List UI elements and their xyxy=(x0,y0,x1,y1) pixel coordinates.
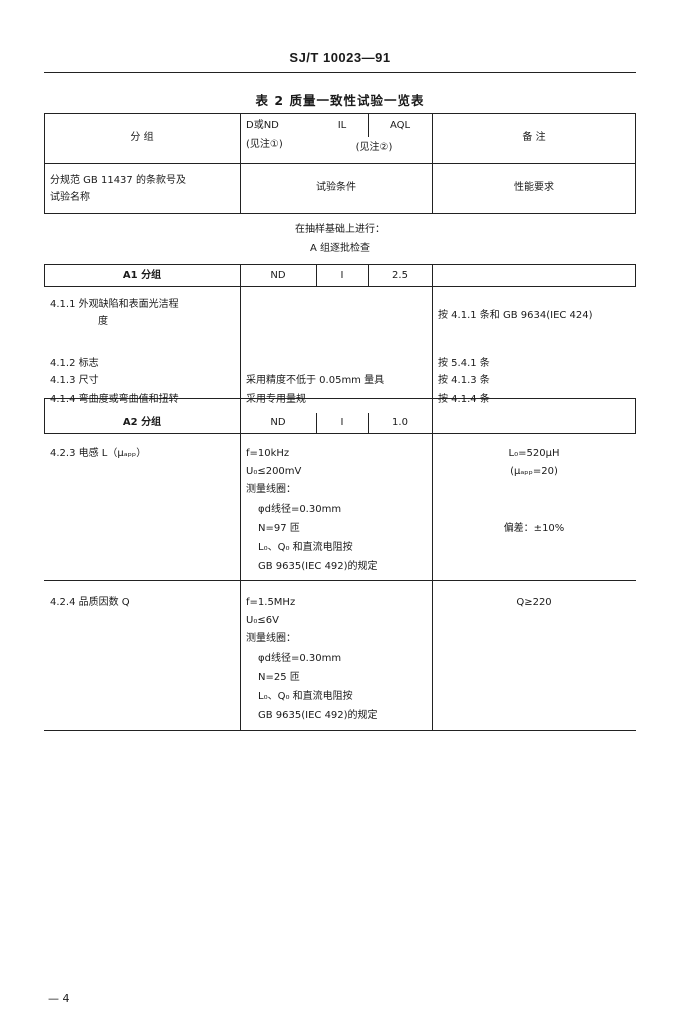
test-clause: 4.1.3 尺寸 xyxy=(50,375,99,386)
test-clause-continued: 度 xyxy=(98,316,108,327)
table-col-rule xyxy=(316,413,317,433)
table-col-rule xyxy=(240,113,241,213)
standard-number: SJ/T 10023—91 xyxy=(289,50,391,65)
col-header-il-aql-note: (见注②) xyxy=(355,142,393,153)
col-header-group: 分 组 xyxy=(130,132,154,143)
test-condition-line: N=97 匝 xyxy=(258,523,300,534)
col-header-il: IL xyxy=(337,120,347,131)
group-d-nd: ND xyxy=(270,417,286,428)
test-requirement: 按 4.1.3 条 xyxy=(438,375,490,386)
test-condition-line: L₀、Q₀ 和直流电阻按 xyxy=(258,542,353,553)
table-rule xyxy=(44,286,636,287)
test-condition-line: GB 9635(IEC 492)的规定 xyxy=(258,710,378,721)
table-col-rule xyxy=(635,113,636,213)
test-clause: 4.1.2 标志 xyxy=(50,358,99,369)
test-requirement: 按 4.1.4 条 xyxy=(438,394,490,405)
test-requirement: 按 5.4.1 条 xyxy=(438,358,490,369)
test-requirement: 按 4.1.1 条和 GB 9634(IEC 424) xyxy=(438,310,593,321)
group-il: Ⅰ xyxy=(340,417,344,428)
table-top-rule xyxy=(44,113,636,114)
table-col-rule xyxy=(432,264,433,730)
table-col-rule xyxy=(368,413,369,433)
sampling-note: 在抽样基础上进行： xyxy=(295,224,385,235)
col-header-clause-2: 试验名称 xyxy=(50,192,90,203)
page-number: — 4 xyxy=(48,992,70,1005)
group-name: A2 分组 xyxy=(122,417,162,428)
table-rule xyxy=(44,580,636,581)
header-rule xyxy=(44,72,636,73)
table-col-rule xyxy=(44,264,45,286)
table-col-rule xyxy=(44,398,45,433)
test-condition-line: 测量线圈： xyxy=(246,484,296,495)
test-condition-line: U₀≤200mV xyxy=(246,466,302,477)
table-rule xyxy=(44,213,636,214)
table-bottom-rule xyxy=(44,730,636,731)
test-condition-line: L₀、Q₀ 和直流电阻按 xyxy=(258,691,353,702)
table-col-rule xyxy=(635,398,636,433)
test-condition: 采用专用量规 xyxy=(246,394,306,405)
test-requirement-line: Q≥220 xyxy=(516,597,552,608)
test-condition-line: 测量线圈： xyxy=(246,633,296,644)
test-condition-line: GB 9635(IEC 492)的规定 xyxy=(258,561,378,572)
test-condition: 采用精度不低于 0.05mm 量具 xyxy=(246,375,385,386)
test-clause: 4.1.4 弯曲度或弯曲值和扭转 xyxy=(50,394,179,405)
table-col-rule xyxy=(240,264,241,730)
group-aql: 2.5 xyxy=(392,270,408,281)
table-col-rule xyxy=(368,264,369,286)
group-d-nd: ND xyxy=(270,270,286,281)
table-rule xyxy=(44,264,636,265)
test-condition-line: f=1.5MHz xyxy=(246,597,296,608)
test-clause: 4.1.1 外观缺陷和表面光洁程 xyxy=(50,299,179,310)
test-requirement-line: (μₐₚₚ=20) xyxy=(510,466,558,477)
table-rule xyxy=(44,433,636,434)
quality-conformance-table: 分 组 D或ND (见注①) IL AQL (见注②) 备 注 分规范 GB 1… xyxy=(44,113,636,731)
sampling-note-group: A 组逐批检查 xyxy=(309,243,371,254)
col-header-clause: 分规范 GB 11437 的条款号及 xyxy=(50,175,186,186)
table-col-rule xyxy=(368,113,369,137)
table-col-rule xyxy=(44,113,45,213)
test-condition-line: N=25 匝 xyxy=(258,672,300,683)
test-condition-line: f=10kHz xyxy=(246,448,290,459)
test-requirement-line: L₀=520μH xyxy=(508,448,560,459)
test-condition-line: U₀≤6V xyxy=(246,615,279,626)
table-title: 表 2 质量一致性试验一览表 xyxy=(255,93,425,108)
group-aql: 1.0 xyxy=(392,417,408,428)
group-il: Ⅰ xyxy=(340,270,344,281)
col-header-d-nd-note: (见注①) xyxy=(246,139,283,150)
col-header-requirements: 性能要求 xyxy=(514,182,554,193)
table-col-rule xyxy=(316,264,317,286)
test-condition-line: φd线径=0.30mm xyxy=(258,504,342,515)
test-condition-line: φd线径=0.30mm xyxy=(258,653,342,664)
table-col-rule xyxy=(432,113,433,213)
col-header-conditions: 试验条件 xyxy=(316,182,356,193)
table-rule xyxy=(44,398,636,399)
col-header-d-nd: D或ND xyxy=(246,120,279,131)
group-name: A1 分组 xyxy=(122,270,162,281)
table-rule xyxy=(44,163,636,164)
table-col-rule xyxy=(635,264,636,286)
test-clause: 4.2.3 电感 L（μₐₚₚ） xyxy=(50,448,147,459)
test-clause: 4.2.4 品质因数 Q xyxy=(50,597,130,608)
test-requirement-line: 偏差：±10% xyxy=(503,523,565,534)
col-header-remarks: 备 注 xyxy=(522,132,546,143)
col-header-aql: AQL xyxy=(389,120,411,131)
